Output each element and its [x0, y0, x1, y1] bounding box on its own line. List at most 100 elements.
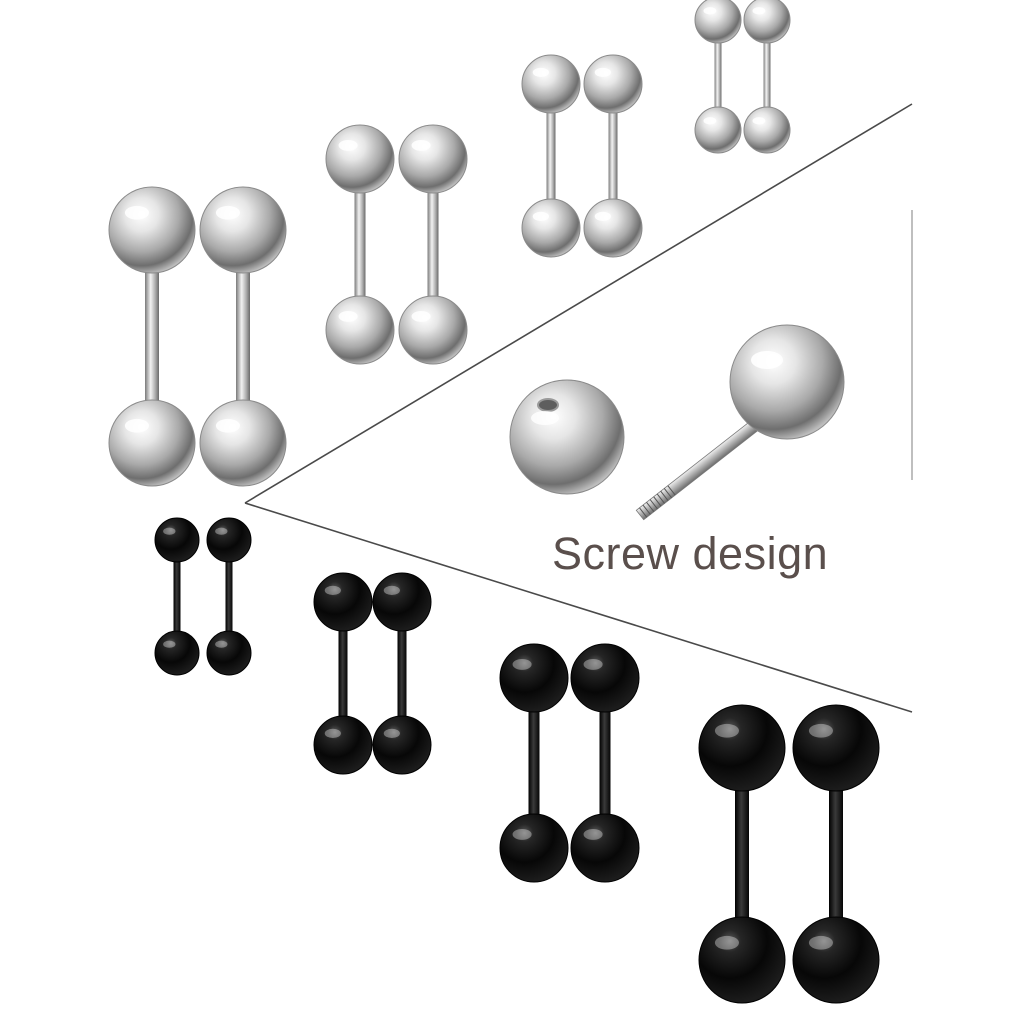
barbell-ball-bottom — [694, 106, 742, 154]
barbell-ball-bottom — [325, 295, 395, 365]
highlight — [215, 640, 228, 648]
barbell-bar — [735, 748, 749, 960]
highlight — [752, 117, 766, 125]
barbell-ball-top — [499, 643, 569, 713]
barbell-bar — [599, 678, 611, 848]
barbell-ball-top — [108, 186, 196, 274]
divider-line-upper — [244, 103, 913, 504]
black-barbell-0 — [154, 517, 200, 676]
highlight — [338, 139, 358, 151]
highlight — [338, 310, 358, 322]
highlight — [703, 7, 717, 15]
pin-thread — [656, 493, 665, 504]
barbell-ball-bottom — [698, 916, 786, 1004]
silver-barbell-3 — [398, 124, 468, 365]
black-barbell-set — [154, 517, 880, 1004]
highlight — [411, 139, 431, 151]
highlight — [124, 205, 149, 220]
silver-barbell-4 — [521, 54, 581, 258]
barbell-ball-top — [792, 704, 880, 792]
barbell-ball-bottom — [206, 630, 252, 676]
barbell-ball-bottom — [199, 399, 287, 487]
barbell-ball-bottom — [583, 198, 643, 258]
pin-thread — [667, 485, 676, 496]
highlight — [532, 67, 549, 78]
barbell-bar — [354, 159, 366, 330]
divider-line-lower — [244, 502, 913, 713]
pin-thread — [663, 488, 673, 499]
barbell-bar — [763, 20, 771, 130]
highlight — [752, 7, 766, 15]
barbell-ball-bottom — [398, 295, 468, 365]
highlight — [124, 418, 149, 433]
highlight — [532, 211, 549, 222]
highlight — [714, 935, 739, 950]
barbell-ball-top — [313, 572, 373, 632]
screw-detail-illustration — [509, 324, 845, 521]
highlight — [163, 640, 176, 648]
barbell-ball-bottom — [792, 916, 880, 1004]
highlight — [594, 211, 611, 222]
barbell-bar — [608, 84, 618, 228]
barbell-ball-bottom — [743, 106, 791, 154]
pin-thread — [639, 507, 648, 518]
silver-barbell-0 — [108, 186, 196, 487]
barbell-ball-top — [694, 0, 742, 44]
black-barbell-7 — [792, 704, 880, 1004]
pin-thread — [649, 499, 658, 510]
screw-design-caption: Screw design — [552, 528, 829, 579]
barbell-ball-bottom — [499, 813, 569, 883]
highlight — [808, 935, 833, 950]
black-barbell-2 — [313, 572, 373, 775]
pin-thread — [660, 490, 669, 501]
black-barbell-1 — [206, 517, 252, 676]
screw-ball-loose — [509, 379, 625, 495]
barbell-bar — [173, 540, 181, 653]
barbell-ball-top — [743, 0, 791, 44]
barbell-ball-bottom — [313, 715, 373, 775]
highlight — [215, 205, 240, 220]
barbell-ball-top — [521, 54, 581, 114]
highlight — [163, 527, 176, 535]
barbell-ball-bottom — [570, 813, 640, 883]
pin-thread — [642, 504, 651, 515]
barbell-bar — [714, 20, 722, 130]
barbell-bar — [427, 159, 439, 330]
barbell-ball-top — [325, 124, 395, 194]
highlight — [703, 117, 717, 125]
pin-thread — [653, 496, 662, 507]
threaded-pin — [635, 398, 787, 521]
black-barbell-6 — [698, 704, 786, 1004]
highlight — [594, 67, 611, 78]
barbell-ball-bottom — [372, 715, 432, 775]
barbell-ball-top — [570, 643, 640, 713]
barbell-bar — [546, 84, 556, 228]
silver-barbell-set — [108, 0, 791, 487]
barbell-ball-top — [583, 54, 643, 114]
highlight — [531, 411, 559, 425]
barbell-bar — [528, 678, 540, 848]
highlight — [324, 585, 341, 596]
barbell-ball-top — [698, 704, 786, 792]
highlight — [583, 828, 603, 840]
divider-lines — [244, 103, 913, 713]
barbell-bar — [236, 230, 250, 443]
highlight — [411, 310, 431, 322]
barbell-ball-top — [372, 572, 432, 632]
highlight — [512, 828, 532, 840]
highlight — [583, 658, 603, 670]
highlight — [324, 728, 341, 739]
silver-barbell-1 — [199, 186, 287, 487]
highlight — [215, 527, 228, 535]
barbell-bar — [829, 748, 843, 960]
silver-barbell-2 — [325, 124, 395, 365]
barbell-ball-top — [154, 517, 200, 563]
black-barbell-3 — [372, 572, 432, 775]
screw-hole — [537, 398, 559, 412]
highlight — [751, 351, 783, 369]
pin-thread — [646, 501, 655, 513]
barbell-bar — [225, 540, 233, 653]
barbell-ball-top — [206, 517, 252, 563]
